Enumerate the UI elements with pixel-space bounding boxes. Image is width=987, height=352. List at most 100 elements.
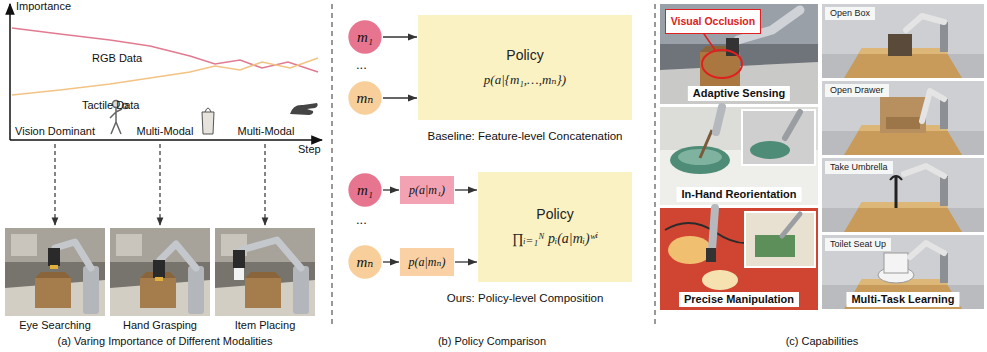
task-photo: Take Umbrella	[822, 158, 984, 232]
task-photo: Open Drawer	[822, 81, 984, 155]
open-drawer-sim	[886, 117, 920, 129]
precise-manipulation-photo	[755, 235, 795, 257]
circle-shape	[348, 173, 381, 206]
curve-label: Tactile Data	[82, 99, 139, 112]
connector-arrow	[455, 189, 477, 190]
connector-arrow	[383, 36, 417, 37]
capability-photo: Adaptive Sensing Visual Occlusion	[660, 4, 818, 104]
open-drawer-sim	[822, 81, 984, 155]
take-umbrella-sim	[890, 176, 902, 180]
curve-label: RGB Data	[92, 52, 142, 65]
open-drawer-sim	[880, 97, 926, 133]
panel-caption: (a) Varing Importance of Different Modal…	[58, 335, 273, 348]
modality-circle: m₁	[348, 20, 382, 54]
phase-label: Multi-Modal	[238, 125, 295, 138]
hand-grasping-photo	[155, 277, 163, 281]
take-umbrella-sim	[822, 158, 984, 232]
photo-caption: Item Placing	[235, 319, 296, 332]
sub-policy-box-text: p(a|m₁)	[409, 183, 445, 197]
modality-circle: mₙ	[348, 245, 382, 279]
open-drawer-sim	[922, 91, 944, 121]
policy-box-text: Policy	[536, 206, 573, 223]
take-umbrella-sim	[822, 158, 984, 232]
task-photo: Open Box	[822, 4, 984, 78]
capability-photo-text: Precise Manipulation	[679, 292, 799, 307]
open-box-sim	[822, 4, 984, 78]
photo-caption: Hand Grasping	[123, 319, 197, 332]
panel-separators	[654, 4, 655, 328]
policy-box: Policy p(a|{m₁,…,mₙ})	[418, 15, 632, 120]
open-box-sim	[822, 4, 984, 78]
hand-grasping-photo	[160, 244, 196, 268]
eye-searching-photo	[5, 228, 105, 316]
policy-box-text: p(a|{m₁,…,mₙ})	[484, 72, 566, 88]
task-photo-text: Toilet Seat Up	[825, 238, 891, 251]
item-placing-photo	[241, 240, 301, 268]
phase-arrows	[54, 144, 55, 225]
item-placing-photo	[234, 268, 244, 280]
method-caption: Baseline: Feature-level Concatenation	[428, 130, 623, 144]
capability-photo-text: Adaptive Sensing	[688, 86, 790, 101]
phase-arrows	[159, 144, 160, 225]
in-hand-reorientation-photo	[670, 146, 730, 174]
connector-arrow	[455, 261, 477, 262]
phase-arrows	[55, 144, 265, 225]
panel-caption: (c) Capabilities	[786, 335, 859, 348]
adaptive-sensing-photo	[726, 38, 739, 56]
precise-manipulation-photo	[660, 208, 818, 310]
modality-circle-text: mₙ	[357, 253, 374, 271]
in-hand-reorientation-photo	[742, 110, 815, 165]
modality-circle: m₁	[348, 173, 382, 207]
precise-manipulation-photo	[702, 270, 738, 290]
multi-task-panel: Multi-Task LearningOpen BoxOpen DrawerTa…	[822, 4, 984, 310]
precise-manipulation-photo	[782, 214, 800, 236]
adaptive-sensing-photo	[700, 52, 740, 88]
modality-circle-text: mₙ	[357, 89, 374, 107]
ellipsis: ...	[356, 57, 367, 73]
phase-arrows	[264, 144, 265, 225]
in-hand-reorientation-photo	[785, 112, 800, 138]
panel-separators	[331, 4, 332, 328]
occlusion-callout-text: Visual Occlusion	[671, 15, 755, 28]
adaptive-sensing-photo	[702, 50, 742, 78]
toilet-seat-sim	[910, 243, 944, 257]
policy-box-text: Policy	[506, 47, 543, 64]
sub-policy-box: p(a|mₙ)	[400, 248, 454, 276]
toilet-seat-sim	[822, 235, 984, 309]
precise-manipulation-photo	[668, 236, 712, 264]
bag-icon	[205, 108, 211, 112]
bag-icon	[202, 112, 214, 134]
precise-manipulation-photo	[706, 248, 716, 262]
phase-label: Multi-Modal	[137, 125, 194, 138]
modality-circle: mₙ	[348, 81, 382, 115]
panel-separators	[332, 4, 655, 328]
open-box-sim	[888, 34, 912, 56]
connector-arrow	[383, 97, 417, 98]
open-box-sim	[906, 16, 944, 30]
precise-manipulation-photo	[745, 212, 815, 267]
in-hand-reorientation-photo	[750, 141, 790, 159]
photo-caption: Eye Searching	[19, 319, 91, 332]
adaptive-sensing-photo	[660, 4, 818, 104]
precise-manipulation-photo	[660, 208, 818, 310]
axis-label: Importance	[16, 0, 71, 13]
in-hand-reorientation-photo	[700, 130, 712, 158]
task-photo-text: Open Drawer	[825, 84, 889, 97]
bag-icon	[202, 108, 214, 134]
adaptive-sensing-photo	[660, 4, 818, 104]
connector-arrow	[383, 261, 399, 262]
modality-circle-text: m₁	[357, 181, 373, 199]
take-umbrella-sim	[895, 176, 898, 208]
toilet-seat-sim	[822, 235, 984, 309]
eye-searching-photo	[5, 228, 105, 316]
open-drawer-sim	[822, 81, 984, 155]
importance-plot	[9, 4, 11, 140]
capability-photo: Precise Manipulation	[660, 208, 818, 310]
panel-caption: (b) Policy Comparison	[438, 335, 546, 348]
policy-box: Policy∏ᵢ₌₁ᴺ pᵢ(a|mᵢ)ʷⁱ	[478, 172, 632, 282]
importance-plot	[10, 139, 322, 141]
circle-shape	[348, 81, 381, 114]
item-placing-photo	[215, 228, 315, 316]
in-hand-reorientation-photo	[660, 107, 818, 205]
